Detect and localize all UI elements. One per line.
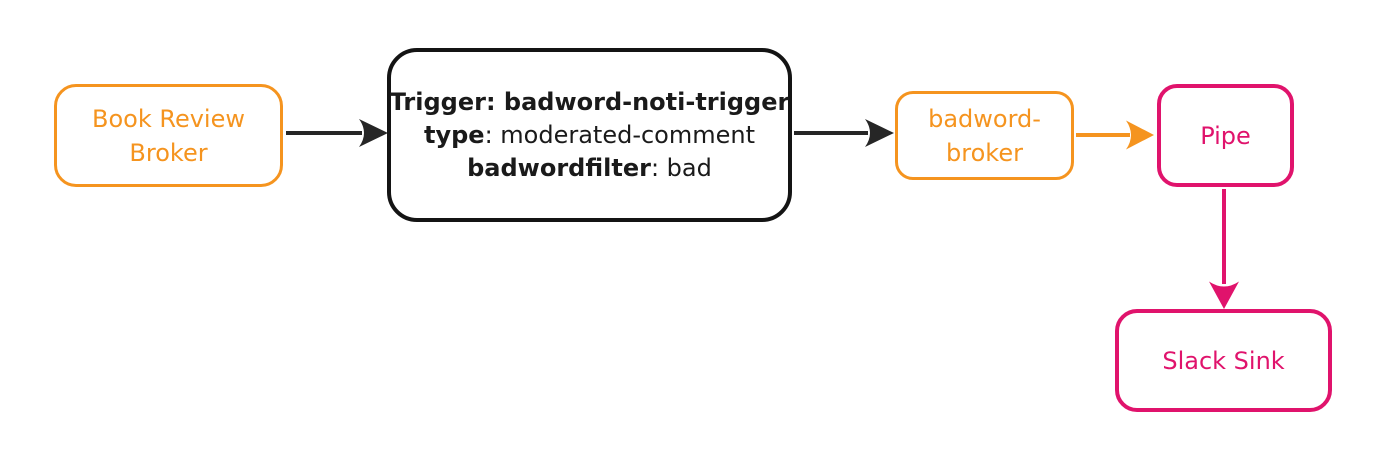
trigger-line-2: type: moderated-comment — [424, 119, 755, 152]
node-badword-broker-label: badword- broker — [928, 104, 1041, 167]
node-slack-sink: Slack Sink — [1115, 309, 1332, 412]
node-book-review-broker-label: Book Review Broker — [92, 104, 245, 167]
trigger-line-2-rest: : moderated-comment — [484, 120, 756, 149]
edge-book-review-broker-to-trigger — [286, 119, 388, 147]
node-pipe: Pipe — [1157, 84, 1294, 187]
trigger-line-1-bold: Trigger: badword-noti-trigger — [389, 87, 790, 116]
trigger-line-3-bold: badwordfilter — [467, 153, 651, 182]
trigger-line-2-bold: type — [423, 120, 485, 149]
trigger-line-3-rest: : bad — [650, 153, 712, 182]
node-badword-broker: badword- broker — [895, 91, 1074, 180]
edge-badword-broker-to-pipe — [1076, 120, 1154, 150]
trigger-line-1: Trigger: badword-noti-trigger — [390, 86, 790, 119]
node-book-review-broker: Book Review Broker — [54, 84, 283, 187]
trigger-line-3: badwordfilter: bad — [467, 152, 712, 185]
node-trigger: Trigger: badword-noti-trigger type: mode… — [387, 48, 792, 222]
edge-pipe-to-slack-sink — [1209, 189, 1239, 309]
node-pipe-label: Pipe — [1200, 121, 1251, 150]
edge-trigger-to-badword-broker — [794, 119, 894, 147]
node-slack-sink-label: Slack Sink — [1162, 346, 1285, 375]
